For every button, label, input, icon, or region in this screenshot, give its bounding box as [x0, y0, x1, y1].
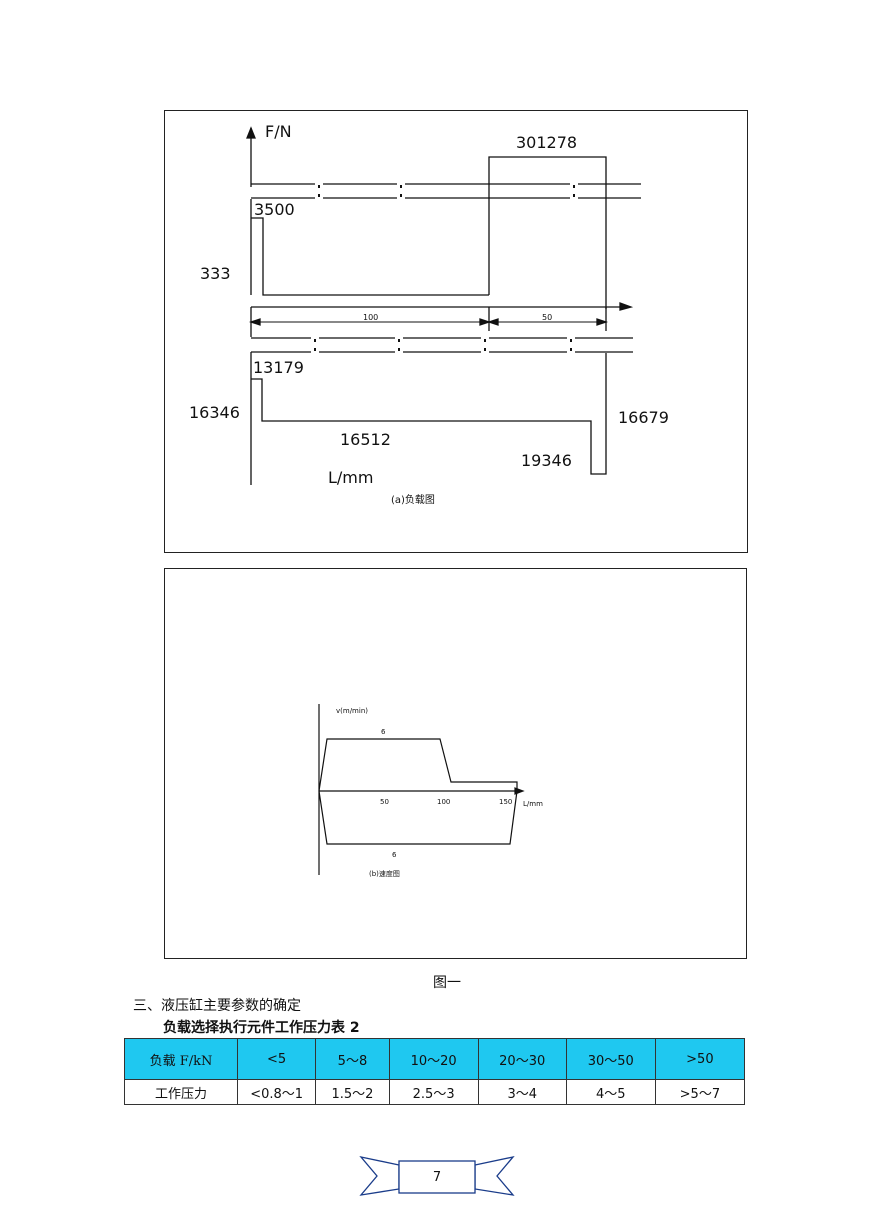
value-16346: 16346 — [189, 403, 240, 422]
tick-150: 150 — [499, 798, 512, 806]
figure-a-frame: F/N 301278 3500 333 13179 16346 16512 19… — [164, 110, 748, 553]
value-16679: 16679 — [618, 408, 669, 427]
header-cell: 20～30 — [477, 1038, 567, 1080]
tick-100: 100 — [437, 798, 450, 806]
header-cell: 30～50 — [565, 1038, 656, 1080]
row-cell: 3～4 — [477, 1079, 567, 1105]
bottom-velocity: 6 — [392, 851, 397, 859]
dimension-50: 50 — [542, 313, 552, 322]
value-333: 333 — [200, 264, 231, 283]
table-title: 负载选择执行元件工作压力表 2 — [163, 1020, 360, 1036]
table-row: 工作压力 <0.8～1 1.5～2 2.5～3 3～4 4～5 >5～7 — [124, 1079, 746, 1105]
row-cell: >5～7 — [654, 1079, 746, 1105]
x-axis-label: L/mm — [328, 468, 373, 487]
dimension-100: 100 — [363, 313, 378, 322]
l-axis-label: L/mm — [523, 800, 543, 808]
value-13179: 13179 — [253, 358, 304, 377]
figure-a-caption: (a)负载图 — [391, 493, 435, 506]
tick-50: 50 — [380, 798, 389, 806]
top-velocity: 6 — [381, 728, 386, 736]
row-cell: <0.8～1 — [236, 1079, 317, 1105]
page-ribbon — [359, 1155, 515, 1196]
figure-b-caption: (b)速度图 — [369, 869, 400, 878]
v-axis-label: v(m/min) — [336, 707, 368, 715]
header-cell: 5～8 — [315, 1038, 390, 1080]
load-diagram: F/N 301278 3500 333 13179 16346 16512 19… — [189, 122, 669, 506]
header-cell-load: 负载 F/kN — [124, 1038, 238, 1080]
header-cell: <5 — [236, 1038, 317, 1080]
value-peak: 301278 — [516, 133, 577, 152]
figure-b-frame: v(m/min) 6 50 100 150 L/mm 6 (b)速度图 — [164, 568, 747, 959]
pressure-table: 负载 F/kN <5 5～8 10～20 20～30 30～50 >50 工作压… — [124, 1038, 746, 1105]
page-number: 7 — [432, 1170, 442, 1185]
section-heading: 三、液压缸主要参数的确定 — [133, 998, 301, 1014]
row-cell: 2.5～3 — [388, 1079, 479, 1105]
header-cell: 10～20 — [388, 1038, 479, 1080]
header-cell: >50 — [654, 1038, 746, 1080]
row-cell-label: 工作压力 — [124, 1079, 238, 1105]
row-cell: 4～5 — [565, 1079, 656, 1105]
value-19346: 19346 — [521, 451, 572, 470]
figure-caption: 图一 — [433, 975, 461, 991]
row-cell: 1.5～2 — [315, 1079, 390, 1105]
value-3500: 3500 — [254, 200, 295, 219]
value-16512: 16512 — [340, 430, 391, 449]
y-axis-label: F/N — [265, 122, 292, 141]
velocity-diagram: v(m/min) 6 50 100 150 L/mm 6 (b)速度图 — [318, 704, 543, 878]
table-header-row: 负载 F/kN <5 5～8 10～20 20～30 30～50 >50 — [124, 1038, 746, 1080]
